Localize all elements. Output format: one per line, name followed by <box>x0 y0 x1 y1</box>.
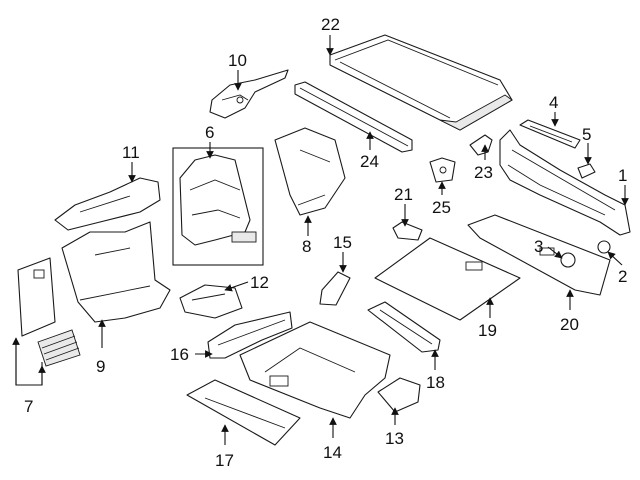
callout-5: 5 <box>582 125 591 144</box>
callout-1: 1 <box>618 166 627 185</box>
callout-4: 4 <box>549 93 558 112</box>
part-5-clip <box>577 163 596 179</box>
callout-9: 9 <box>96 357 105 376</box>
callout-25: 25 <box>432 198 451 217</box>
callout-7: 7 <box>24 397 33 416</box>
callout-19: 19 <box>478 321 497 340</box>
part-25-latch <box>429 157 456 183</box>
part-11-upper-trim <box>54 177 161 231</box>
part-3-fastener <box>560 252 576 268</box>
part-6-box <box>172 147 264 266</box>
part-15-frame <box>319 271 351 306</box>
callout-11: 11 <box>122 143 140 162</box>
part-14-cargo-tub <box>239 321 391 419</box>
part-9-side-panel <box>61 221 171 323</box>
callout-3: 3 <box>534 237 543 256</box>
callout-21: 21 <box>394 185 413 204</box>
part-12-carrier <box>179 284 243 319</box>
part-13-bracket <box>377 377 421 413</box>
part-7-panels <box>17 257 81 367</box>
leader-2 <box>607 251 623 266</box>
part-10-upper-trim <box>209 69 289 119</box>
callout-8: 8 <box>302 237 311 256</box>
part-4-trim-strip <box>519 119 581 149</box>
part-19-floor-mat <box>374 237 521 321</box>
callout-20: 20 <box>560 315 579 334</box>
part-1-sill-plate <box>499 129 631 236</box>
callout-17: 17 <box>215 451 234 470</box>
part-2-fastener <box>597 240 611 254</box>
part-24-cross-rail <box>294 81 413 153</box>
part-18-rail <box>367 301 441 353</box>
callout-22: 22 <box>321 15 340 34</box>
part-23-bracket <box>469 134 493 156</box>
callout-13: 13 <box>385 429 404 448</box>
callout-24: 24 <box>360 152 379 171</box>
callout-15: 15 <box>333 233 352 252</box>
callout-16: 16 <box>170 345 189 364</box>
callout-12: 12 <box>250 273 269 292</box>
leader-7-bracket <box>15 342 43 386</box>
part-22-cargo-cover <box>329 34 513 131</box>
part-8-trim-bracket <box>274 127 346 216</box>
part-16-rail-assembly <box>207 311 293 359</box>
callout-18: 18 <box>426 373 445 392</box>
part-17-floor-board <box>186 379 301 446</box>
callout-2: 2 <box>618 267 627 286</box>
callout-10: 10 <box>228 51 247 70</box>
callout-23: 23 <box>474 163 493 182</box>
leader-3 <box>547 246 563 259</box>
callout-6: 6 <box>205 123 214 142</box>
leader-12 <box>224 281 249 292</box>
callout-14: 14 <box>323 443 342 462</box>
part-21-cap <box>392 221 423 241</box>
